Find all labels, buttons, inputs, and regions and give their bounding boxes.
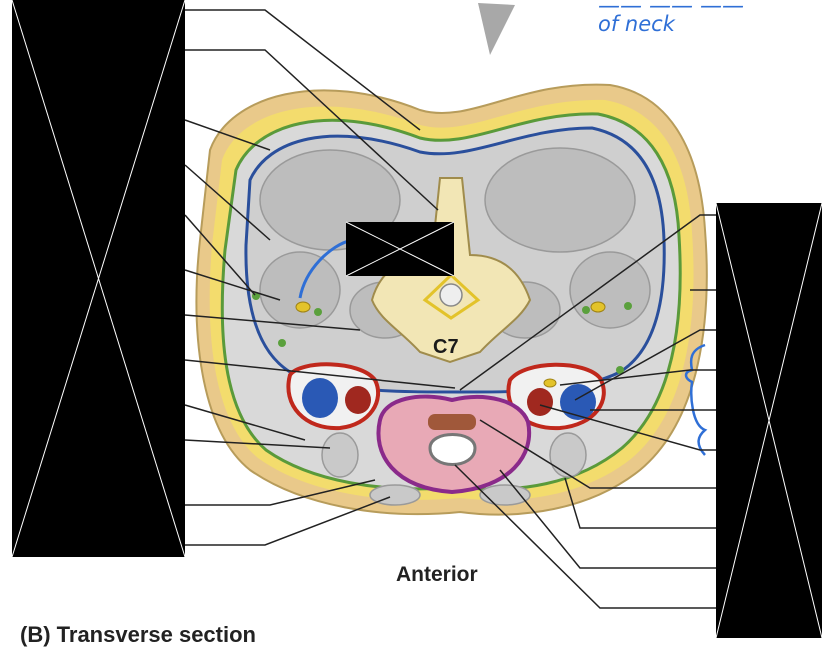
esophagus xyxy=(428,414,476,430)
redaction-right xyxy=(716,203,822,638)
orientation-label: Anterior xyxy=(396,563,478,587)
handwritten-note-line2: of neck xyxy=(598,12,675,36)
spinal-cord xyxy=(440,284,462,306)
viewing-arrow xyxy=(478,3,515,55)
left-carotid-sheath xyxy=(288,364,378,428)
trachea xyxy=(430,435,475,465)
figure-caption: (B) Transverse section xyxy=(20,622,256,648)
redaction-center xyxy=(346,222,454,276)
vertebra-label: C7 xyxy=(433,336,459,359)
redaction-left xyxy=(12,0,185,557)
